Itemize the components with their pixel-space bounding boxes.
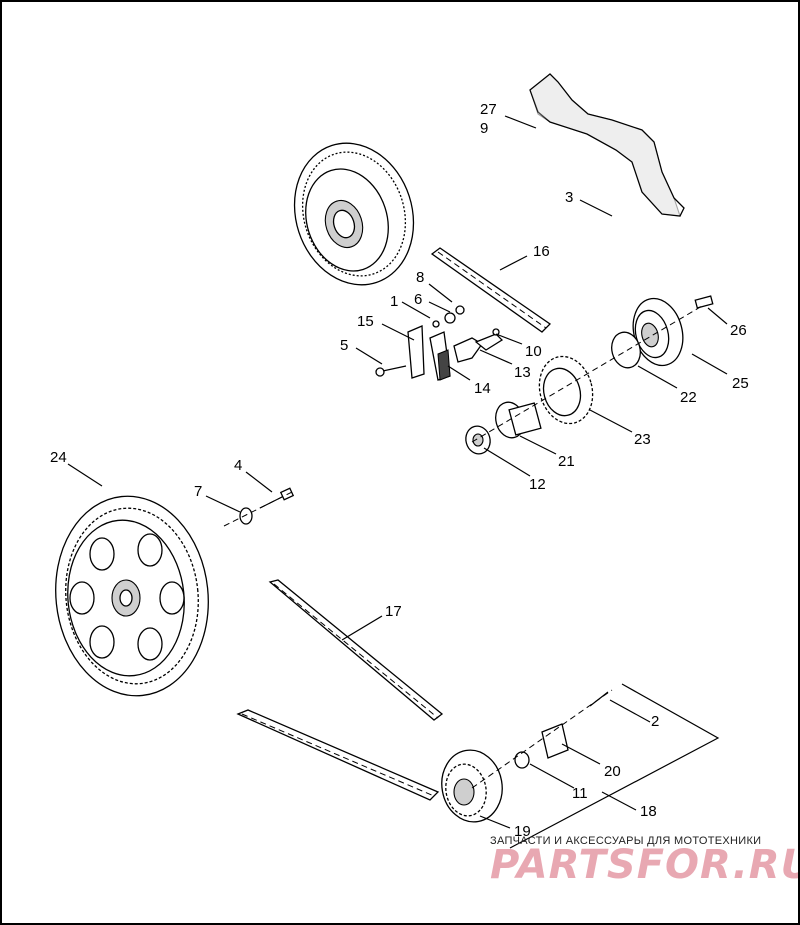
compensator-parts: [465, 295, 714, 455]
callout-16: 16: [533, 243, 550, 260]
chain-guard: [529, 73, 685, 217]
callout-4: 4: [234, 457, 242, 474]
callout-3: 3: [565, 189, 573, 206]
chain-tensioner-parts: [375, 305, 504, 381]
callout-labels: 27 9 3 16 8 6 1 15 5 10 13 14 26 25 22 2…: [50, 101, 749, 840]
callout-25: 25: [732, 375, 749, 392]
callout-19: 19: [514, 823, 531, 840]
primary-chain: [430, 247, 552, 333]
callout-15: 15: [357, 313, 374, 330]
watermark-tagline: ЗАПЧАСТИ И АКСЕССУАРЫ ДЛЯ МОТОТЕХНИКИ: [490, 835, 761, 847]
callout-6: 6: [414, 291, 422, 308]
callout-8: 8: [416, 269, 424, 286]
callout-1: 1: [390, 293, 398, 310]
front-pulley-assembly: [441, 683, 720, 849]
watermark-brand: PARTSFOR.RU: [490, 842, 798, 888]
callout-11: 11: [572, 785, 588, 802]
clutch-assembly: [293, 142, 415, 286]
leader-lines: [67, 115, 728, 829]
callout-12: 12: [529, 476, 546, 493]
callout-2: 2: [651, 713, 659, 730]
callout-5: 5: [340, 337, 348, 354]
callout-7: 7: [194, 483, 202, 500]
pulley-bolt-washer: [223, 487, 295, 527]
drive-belt: [236, 579, 444, 801]
callout-22: 22: [680, 389, 697, 406]
callout-13: 13: [514, 364, 531, 381]
callout-23: 23: [634, 431, 651, 448]
callout-18: 18: [640, 803, 657, 820]
callout-17: 17: [385, 603, 402, 620]
callout-21: 21: [558, 453, 575, 470]
callout-24: 24: [50, 449, 67, 466]
callout-9: 9: [480, 120, 488, 137]
watermark: ЗАПЧАСТИ И АКСЕССУАРЫ ДЛЯ МОТОТЕХНИКИ PA…: [490, 835, 798, 888]
callout-26: 26: [730, 322, 747, 339]
callout-20: 20: [604, 763, 621, 780]
rear-pulley: [55, 495, 209, 697]
callout-10: 10: [525, 343, 542, 360]
callout-14: 14: [474, 380, 491, 397]
callout-27: 27: [480, 101, 497, 118]
